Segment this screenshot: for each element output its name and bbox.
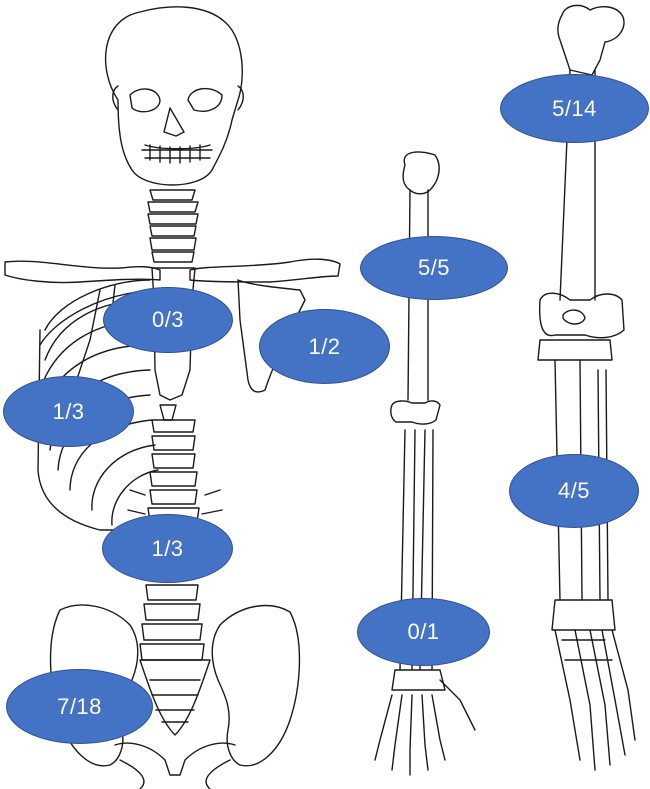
forearm-badge: 0/1 — [357, 598, 490, 666]
scapula-badge: 1/2 — [259, 309, 390, 384]
skull — [104, 6, 244, 186]
clavicles — [4, 258, 341, 284]
leg-bones — [537, 4, 636, 771]
pelvis-badge: 7/18 — [6, 669, 153, 744]
cervical-spine — [147, 189, 199, 263]
ribs-lower-badge: 1/3 — [3, 376, 134, 447]
femur-badge: 5/14 — [500, 74, 649, 143]
ribs-upper-badge: 0/3 — [103, 287, 233, 353]
spine-badge: 1/3 — [102, 514, 233, 583]
lower-leg-badge: 4/5 — [509, 454, 639, 528]
humerus-badge: 5/5 — [360, 236, 508, 300]
